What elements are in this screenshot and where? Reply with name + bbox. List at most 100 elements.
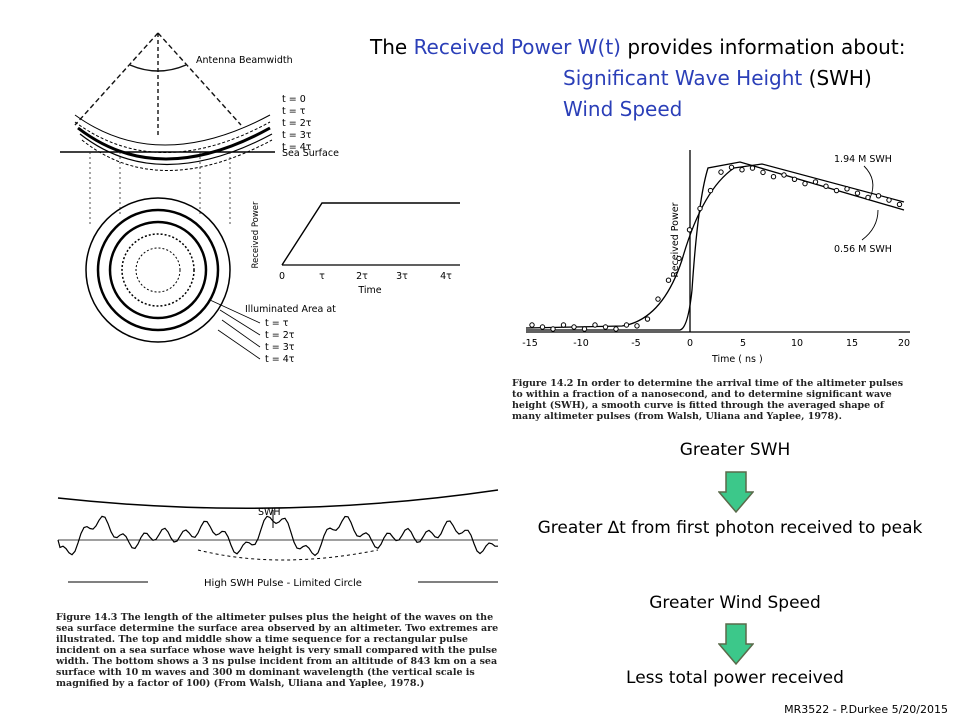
data-point (644, 316, 651, 322)
wave-signal (57, 515, 498, 557)
data-point (623, 322, 630, 328)
xtick-m10: -10 (573, 338, 589, 349)
greater-wind-speed-text: Greater Wind Speed (649, 593, 821, 613)
projection-lines (89, 152, 231, 225)
data-point (844, 186, 850, 192)
data-point (676, 255, 682, 262)
tick-2: 2τ (356, 271, 368, 282)
xtick-5: 5 (740, 338, 746, 349)
footer-credit: MR3522 - P.Durkee 5/20/2015 (784, 703, 948, 716)
area-time-1: t = τ (265, 318, 289, 329)
data-point (571, 324, 577, 330)
slide-title: The Received Power W(t) provides informa… (370, 32, 905, 125)
time-labels: t = 0 t = τ t = 2τ t = 3τ t = 4τ (282, 94, 312, 153)
data-point (697, 205, 703, 212)
title-suffix: provides information about: (620, 35, 906, 59)
data-point (728, 164, 735, 170)
data-point (707, 187, 714, 194)
swh-label: SWH (258, 507, 281, 518)
data-point (791, 176, 798, 183)
less-power-text: Less total power received (626, 668, 844, 688)
data-point (560, 322, 567, 328)
figure-14-2-caption: Figure 14.2 In order to determine the ar… (512, 378, 904, 422)
area-leaders (209, 299, 261, 360)
data-point (655, 296, 661, 302)
swh-term: Significant Wave Height (563, 66, 803, 90)
data-point (529, 322, 535, 328)
area-times: t = τ t = 2τ t = 3τ t = 4τ (265, 318, 295, 365)
time-label-1: t = τ (282, 106, 306, 117)
down-arrow-icon-1 (718, 471, 754, 514)
received-power-plot: Received Power -15 -10 -5 0 5 10 15 20 T… (522, 150, 910, 365)
xtick-20: 20 (898, 338, 910, 349)
data-point (634, 323, 640, 329)
received-power-term: Received Power W(t) (413, 35, 621, 59)
graph-xlabel: Time (357, 285, 381, 296)
data-point (613, 326, 619, 332)
antenna-beam-figure: Antenna Beamwidth t = 0 t = τ t = 2τ t =… (60, 32, 478, 365)
data-point (550, 326, 556, 332)
title-prefix: The (370, 35, 414, 59)
data-point (812, 179, 819, 185)
data-point (686, 227, 693, 233)
tick-1: τ (319, 271, 325, 282)
xtick-15: 15 (846, 338, 858, 349)
label-low-swh: 0.56 M SWH (834, 244, 892, 255)
wavefronts (74, 114, 273, 171)
data-point (749, 165, 756, 171)
delta-t-text: Greater ∆t from first photon received to… (537, 518, 923, 538)
area-time-2: t = 2τ (265, 330, 295, 341)
data-point (718, 169, 724, 175)
area-time-4: t = 4τ (265, 354, 295, 365)
data-point (665, 277, 672, 283)
xtick-0: 0 (687, 338, 693, 349)
area-label: Illuminated Area at (245, 304, 336, 315)
plot-ylabel: Received Power (670, 202, 681, 277)
graph-ylabel: Received Power (251, 201, 261, 269)
title-line-1: The Received Power W(t) provides informa… (370, 32, 905, 63)
illuminated-circles (85, 197, 231, 343)
wind-speed-term: Wind Speed (563, 97, 683, 121)
data-point (539, 324, 546, 330)
data-point (802, 180, 808, 187)
data-point (875, 193, 882, 199)
data-point (896, 201, 903, 208)
time-label-0: t = 0 (282, 94, 306, 105)
sea-surface-waveform: SWH High SWH Pulse - Limited Circle (57, 489, 499, 589)
data-point (739, 167, 745, 173)
data-point (833, 187, 840, 194)
xtick-10: 10 (791, 338, 803, 349)
plot-xlabel: Time ( ns ) (711, 354, 763, 365)
figure-14-3-caption: Figure 14.3 The length of the altimeter … (56, 612, 499, 689)
data-point (823, 183, 829, 189)
tick-0: 0 (279, 271, 285, 282)
data-point (770, 173, 777, 180)
curve-high-swh (525, 163, 905, 329)
curve-low-swh (526, 161, 905, 331)
data-points (529, 164, 903, 332)
title-line-3: Wind Speed (370, 94, 905, 125)
greater-swh-text: Greater SWH (679, 440, 791, 460)
xtick-m15: -15 (522, 338, 538, 349)
time-label-4: t = 4τ (282, 142, 312, 153)
data-point (886, 197, 892, 203)
graph-ticks: 0 τ 2τ 3τ 4τ (279, 271, 452, 282)
title-line-2: Significant Wave Height (SWH) (370, 63, 905, 94)
data-point (592, 322, 598, 328)
swh-abbrev: (SWH) (802, 66, 872, 90)
data-point (865, 194, 871, 201)
time-label-3: t = 3τ (282, 130, 312, 141)
received-power-graph: Received Power 0 τ 2τ 3τ 4τ Time (251, 183, 478, 296)
beam-cone (74, 32, 242, 135)
label-high-swh: 1.94 M SWH (834, 154, 892, 165)
time-label-2: t = 2τ (282, 118, 312, 129)
sea-surface-label: Sea Surface (282, 148, 339, 159)
data-point (854, 190, 861, 196)
data-point (602, 324, 609, 330)
data-point (781, 172, 787, 178)
down-arrow-icon-2 (718, 623, 754, 666)
data-point (581, 326, 588, 332)
pulse-label: High SWH Pulse - Limited Circle (204, 578, 362, 589)
tick-4: 4τ (440, 271, 452, 282)
area-time-3: t = 3τ (265, 342, 295, 353)
